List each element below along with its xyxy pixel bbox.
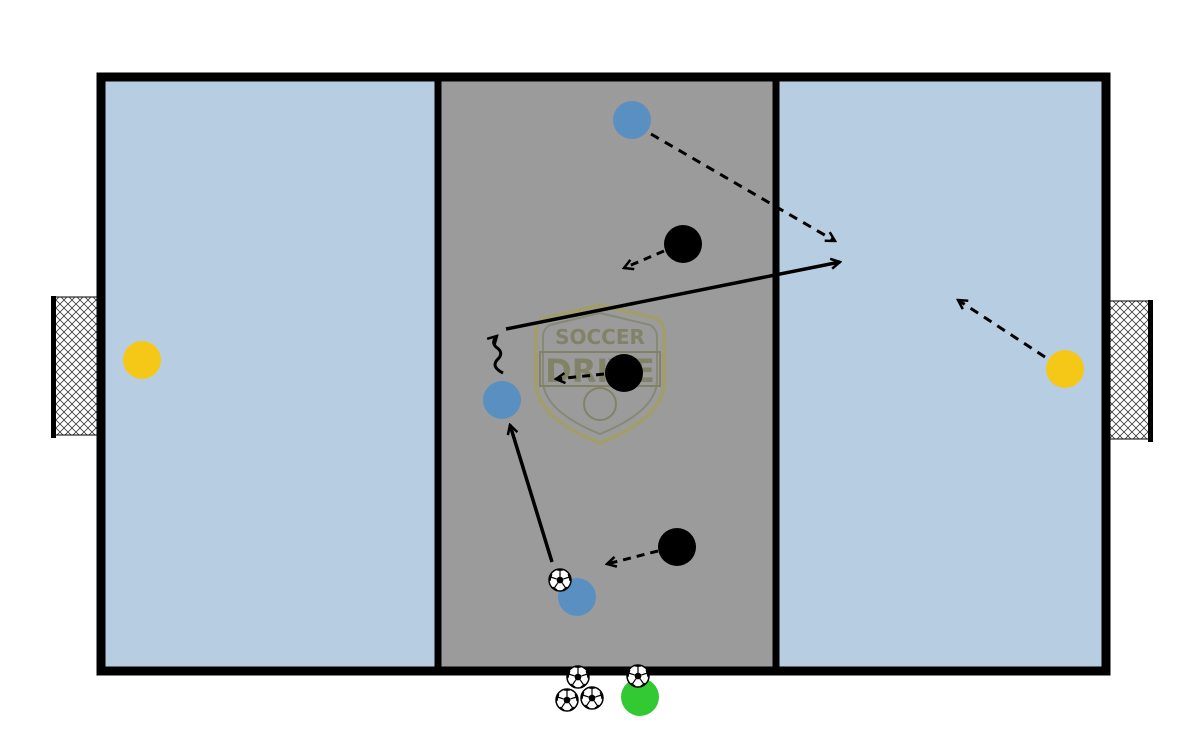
soccer-ball-icon <box>566 665 590 689</box>
yellow-player-right <box>1046 350 1084 388</box>
blue-player-middle <box>483 381 521 419</box>
movement-arrows <box>494 132 1046 564</box>
green-coach <box>621 678 659 716</box>
field-outline <box>96 72 1111 676</box>
black-player-middle <box>605 354 643 392</box>
soccer-ball-icon <box>580 686 604 710</box>
goal-right <box>1107 300 1153 442</box>
run-arrow-yellow-right <box>958 300 1046 359</box>
dribble-arrow <box>494 336 504 375</box>
soccer-ball-icon <box>626 664 650 688</box>
logo-text-top: SOCCER <box>555 325 645 349</box>
goal-net-icon <box>53 296 99 436</box>
run-arrow-black-top <box>624 249 665 268</box>
goal-left <box>51 296 99 438</box>
run-arrow-blue-top <box>650 132 835 243</box>
soccer-ball-icon <box>555 688 579 712</box>
black-player-top <box>664 225 702 263</box>
run-arrow-black-bottom <box>607 549 659 564</box>
yellow-player-left <box>123 341 161 379</box>
blue-player-top <box>613 101 651 139</box>
black-player-bottom <box>658 528 696 566</box>
soccer-ball-icon <box>548 568 572 592</box>
goal-net-icon <box>1107 300 1152 440</box>
players <box>123 101 1084 716</box>
pass-arrow-long <box>505 262 840 331</box>
pass-arrow-short <box>510 425 554 563</box>
end-zone-left <box>101 77 438 671</box>
